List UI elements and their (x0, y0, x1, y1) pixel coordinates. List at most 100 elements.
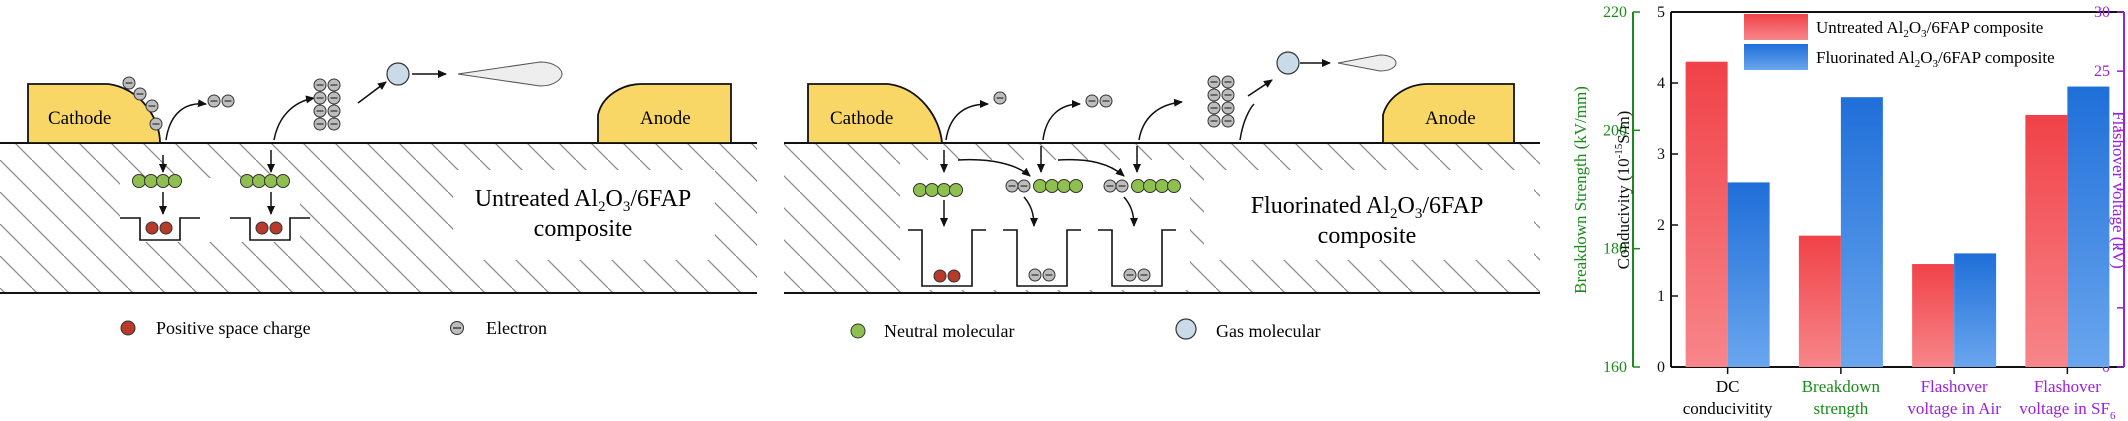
legend-neutral-label: Neutral molecular (884, 321, 1014, 341)
neutral-molecule-icon (937, 183, 951, 197)
left-tick-label: 200 (1603, 122, 1627, 139)
left-axis-title: Breakdown Strength (kV/mm) (1571, 86, 1590, 294)
bar-untreated (2025, 114, 2068, 367)
bar-untreated (1798, 235, 1841, 367)
neutral-molecule-icon (168, 174, 182, 188)
x-tick-label: Flashover (1921, 377, 1988, 396)
positive-charge-icon (933, 269, 947, 283)
neutral-molecule-icon (240, 174, 254, 188)
arrow (273, 95, 315, 141)
cathode-electrode (807, 83, 943, 144)
right-tick-label: 30 (2094, 4, 2110, 21)
positive-charge-icon (269, 221, 283, 235)
bar-fluorinated (1727, 182, 1770, 367)
right-tick-label: 0 (2102, 359, 2110, 376)
trap-well (1003, 229, 1081, 287)
legend-series-fluorinated: Fluorinated Al2O3/6FAP composite (1816, 48, 2055, 70)
arrow (1123, 196, 1138, 227)
neutral-molecule-icon (276, 174, 290, 188)
bar-untreated (1685, 61, 1728, 367)
neutral-molecule-icon (1143, 179, 1157, 193)
legend-electron-label: Electron (486, 318, 547, 338)
neutral-molecule-icon (850, 323, 866, 339)
x-tick-label: voltage in SF6 (2019, 399, 2116, 421)
x-tick-label: DC (1716, 377, 1740, 396)
discharge-plume (457, 61, 563, 87)
neutral-molecule-icon (1131, 179, 1145, 193)
material-label-line2: composite (534, 216, 633, 242)
positive-charge-icon (255, 221, 269, 235)
neutral-molecule-icon (264, 174, 278, 188)
anode-label: Anode (640, 108, 691, 129)
inner-tick-label: 4 (1657, 75, 1665, 92)
legend-positive-label: Positive space charge (156, 318, 311, 338)
bar-fluorinated (1954, 253, 1997, 367)
bar-fluorinated (2067, 86, 2110, 368)
chart-legend: Untreated Al2O3/6FAP composite Fluorinat… (1744, 14, 2055, 70)
inner-tick-label: 1 (1657, 288, 1665, 305)
inner-tick-label: 5 (1657, 4, 1665, 21)
panel-fluorinated: Cathode Anode Fluorinated Al2O3/6FAP com… (784, 54, 1540, 294)
arrow (1023, 196, 1038, 227)
x-tick-label: voltage in Air (1907, 399, 2001, 418)
diagram-legend: Positive space charge Electron Neutral m… (120, 318, 1320, 341)
bar-untreated (1912, 264, 1955, 367)
anode-electrode (1382, 83, 1515, 144)
bars (1685, 61, 2110, 374)
inner-tick-label: 3 (1657, 146, 1665, 163)
legend-swatch-untreated (1744, 14, 1808, 40)
neutral-molecule-icon (1155, 179, 1169, 193)
left-tick-label: 220 (1603, 4, 1627, 21)
gas-molecule-icon (386, 62, 410, 86)
trap-well (1098, 229, 1176, 287)
gas-molecule-icon (1276, 51, 1300, 75)
neutral-molecule-icon (1045, 179, 1059, 193)
arrow (1247, 79, 1273, 97)
anode-electrode (597, 83, 732, 144)
left-tick-label: 160 (1603, 359, 1627, 376)
positive-charge-icon (145, 221, 159, 235)
panel-untreated: Cathode Anode Untreated Al2O3/6FAP compo… (0, 61, 757, 294)
right-tick-label: 25 (2094, 63, 2110, 80)
arrow (357, 81, 387, 104)
arrow (165, 99, 207, 141)
positive-charge-icon (159, 221, 173, 235)
positive-charge-icon (120, 320, 136, 336)
x-tick-label: Flashover (2034, 377, 2101, 396)
cathode-label: Cathode (48, 108, 111, 129)
material-label-line2: composite (1318, 223, 1417, 249)
bar-fluorinated (1840, 97, 1883, 367)
gas-molecule-icon (1175, 318, 1197, 340)
inner-axis-title: Conducivity (10-15S/m) (1613, 111, 1633, 270)
trap-well (120, 217, 200, 241)
right-axis-title: Flashover voltage (kV) (2109, 111, 2128, 269)
inner-tick-label: 2 (1657, 217, 1665, 234)
neutral-molecule-icon (1069, 179, 1083, 193)
neutral-molecule-icon (913, 183, 927, 197)
trap-well (908, 229, 986, 287)
particles (122, 51, 1300, 283)
neutral-molecule-icon (144, 174, 158, 188)
neutral-molecule-icon (1167, 179, 1181, 193)
discharge-plume (1337, 54, 1397, 72)
legend-swatch-fluorinated (1744, 44, 1808, 70)
x-tick-labels: DC conducivitity Breakdown strength Flashove… (1683, 377, 2116, 421)
arrow (1138, 98, 1183, 141)
positive-charge-icon (947, 269, 961, 283)
trap-well (230, 217, 310, 241)
cathode-label: Cathode (830, 108, 893, 129)
x-tick-label: conducivitity (1683, 399, 1773, 418)
neutral-molecule-icon (156, 174, 170, 188)
left-tick-label: 180 (1603, 241, 1627, 258)
material-label: Untreated Al2O3/6FAP (475, 186, 692, 215)
arrow (1042, 100, 1081, 141)
arrow (1057, 158, 1125, 177)
x-tick-label: strength (1813, 399, 1868, 418)
neutral-molecule-icon (1033, 179, 1047, 193)
material-label: Fluorinated Al2O3/6FAP (1251, 193, 1484, 222)
x-tick-label: Breakdown (1802, 377, 1881, 396)
anode-label: Anode (1425, 108, 1476, 129)
